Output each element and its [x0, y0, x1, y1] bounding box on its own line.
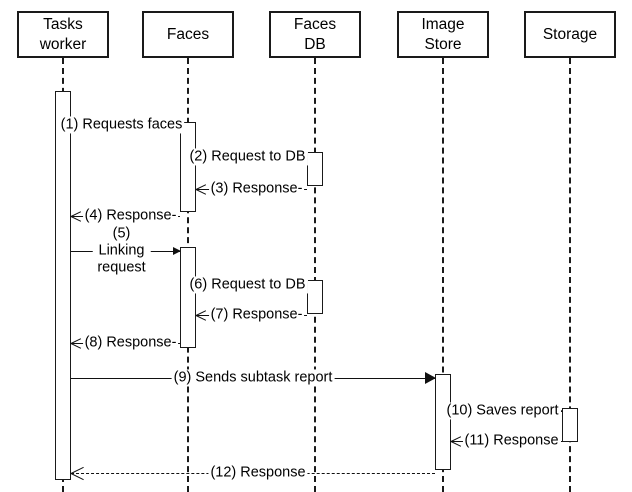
activation-bar-faces [180, 247, 196, 348]
solid-arrowhead-icon [425, 372, 436, 384]
participant-box-faces: Faces [142, 11, 234, 58]
solid-arrowhead-icon [173, 247, 181, 255]
lifeline-storage [569, 58, 571, 492]
participant-box-storage: Storage [524, 11, 616, 58]
activation-bar-storage [562, 408, 578, 442]
message-label-10: (10) Saves report [444, 402, 561, 420]
message-label-8: (8) Response- [82, 334, 179, 352]
activation-bar-image-store [435, 374, 451, 470]
message-label-7: (7) Response- [208, 306, 305, 324]
activation-bar-faces [180, 122, 196, 212]
message-label-6: (6) Request to DB [187, 276, 308, 294]
message-label-3: (3) Response- [208, 180, 305, 198]
message-label-5: (5) Linking request [92, 225, 151, 277]
activation-bar-tasks-worker [55, 91, 71, 480]
activation-bar-faces-db [307, 280, 323, 314]
message-label-2: (2) Request to DB [187, 148, 308, 166]
lifeline-faces-db [314, 58, 316, 492]
participant-box-tasks-worker: Tasks worker [17, 11, 109, 58]
participant-box-faces-db: Faces DB [269, 11, 361, 58]
message-label-11: (11) Response [462, 432, 561, 450]
lifeline-image-store [442, 58, 444, 492]
message-label-1: (1) Requests faces [58, 116, 185, 134]
message-label-12: (12) Response [208, 464, 308, 482]
message-label-4: (4) Response- [82, 207, 179, 225]
activation-bar-faces-db [307, 152, 323, 186]
participant-box-image-store: Image Store [397, 11, 489, 58]
message-label-9: (9) Sends subtask report [171, 369, 335, 387]
